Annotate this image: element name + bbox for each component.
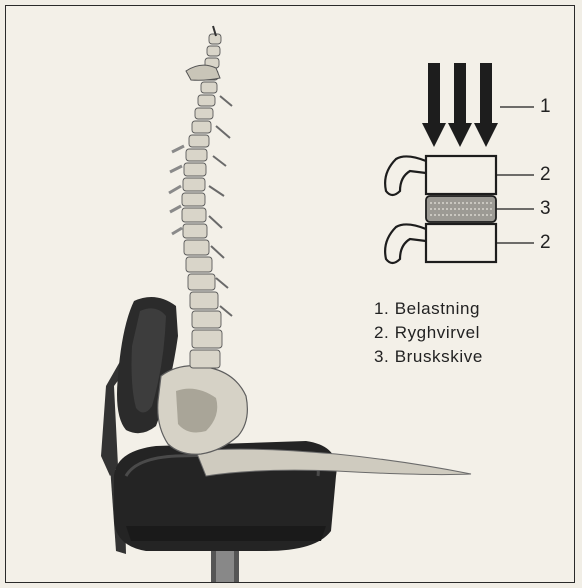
- legend: 1. Belastning 2. Ryghvirvel 3. Bruskskiv…: [374, 297, 483, 369]
- atlas-bone: [186, 65, 220, 80]
- load-arrow-icon: [474, 63, 498, 147]
- legend-item-disc: 3. Bruskskive: [374, 345, 483, 369]
- load-arrow-icon: [448, 63, 472, 147]
- callout-number-3: 3: [540, 198, 551, 220]
- disc-shape: [426, 196, 496, 222]
- load-arrow-icon: [422, 63, 446, 147]
- upper-vertebra: [385, 156, 496, 195]
- chair-seat-base: [126, 526, 326, 541]
- legend-item-load: 1. Belastning: [374, 297, 483, 321]
- load-arrows: [422, 63, 498, 147]
- lower-vertebra: [385, 224, 496, 263]
- figure-frame: 1 2 3 2 1. Belastning 2. Ryghvirvel 3. B…: [5, 5, 575, 583]
- vertebral-column: [182, 34, 222, 368]
- rib-stubs: [169, 146, 184, 234]
- callout-number-1: 1: [540, 96, 551, 118]
- callout-number-2-lower: 2: [540, 232, 551, 254]
- legend-item-vertebra: 2. Ryghvirvel: [374, 321, 483, 345]
- callout-number-2-upper: 2: [540, 164, 551, 186]
